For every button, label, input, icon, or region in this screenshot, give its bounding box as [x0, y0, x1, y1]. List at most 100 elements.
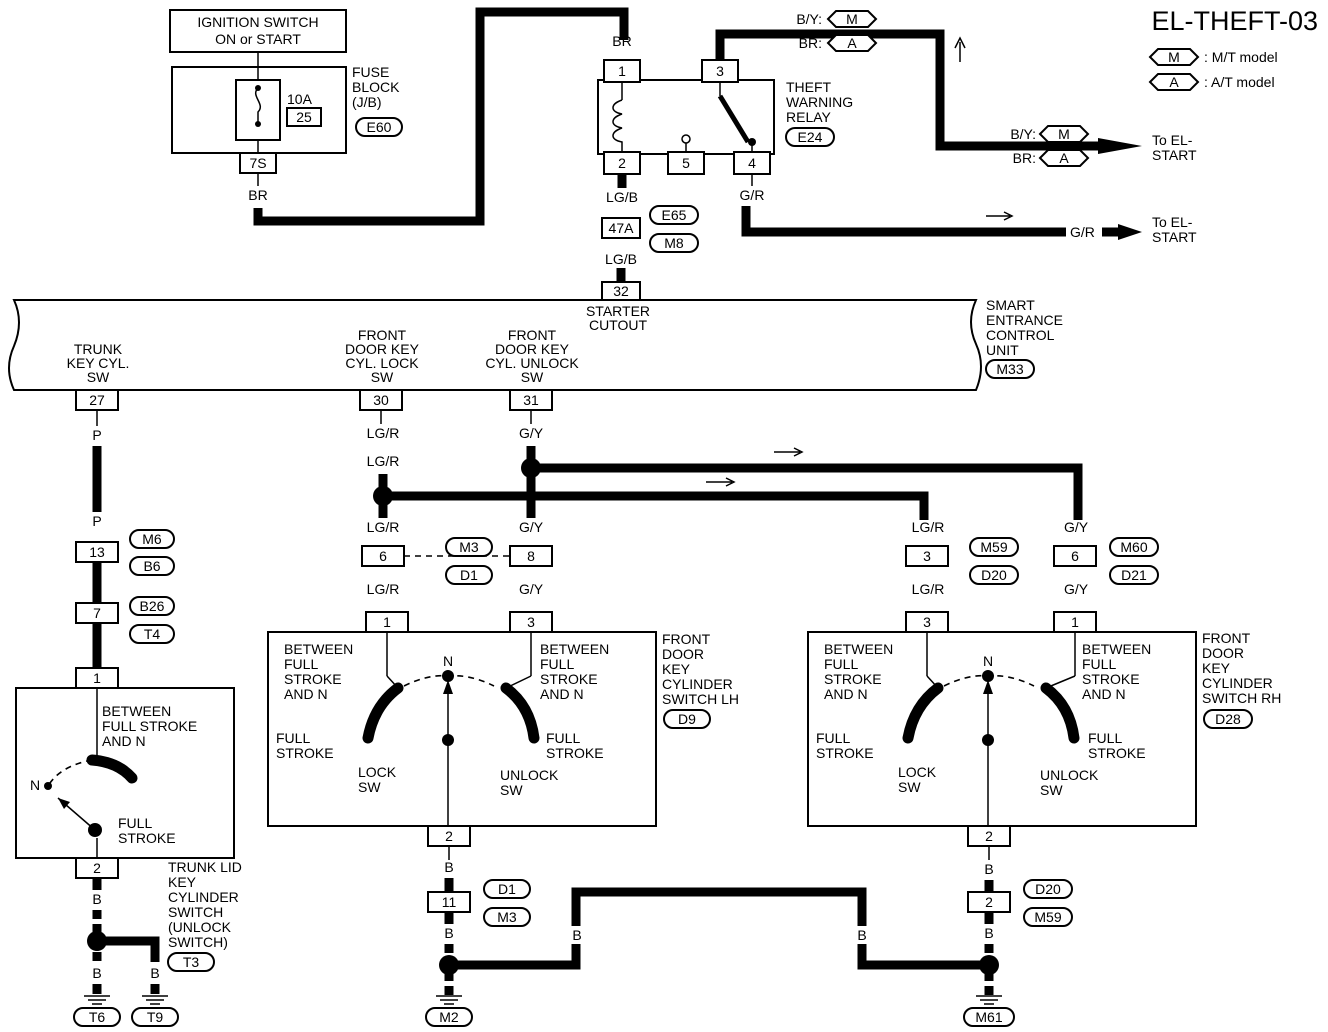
rh-between-left-4: AND N — [824, 686, 868, 702]
rh-between-right-2: FULL — [1082, 656, 1116, 672]
rh-conn-unlock-a: M60 — [1120, 539, 1147, 555]
unit-label-4: UNIT — [986, 342, 1019, 358]
relay-pin-1: 1 — [603, 59, 641, 83]
rh-conn-lock-a: M59 — [980, 539, 1007, 555]
el-start1-label-2: START — [1152, 147, 1197, 163]
trunk-label-4: SWITCH — [168, 904, 223, 920]
conn-47a-box — [601, 217, 641, 239]
unit-label-1: SMART — [986, 297, 1035, 313]
legend-a-tag — [1148, 73, 1200, 91]
control-unit-box — [8, 299, 982, 391]
trunk-between-1: BETWEEN — [102, 703, 171, 719]
lh-between-left-1: BETWEEN — [284, 641, 353, 657]
unit-pin-27: 27 — [89, 392, 105, 408]
rh-bottom-pin: 2 — [985, 828, 993, 844]
rh-between-right-1: BETWEEN — [1082, 641, 1151, 657]
relay-pin4-wire — [741, 206, 1066, 237]
lh-switch-box — [267, 631, 657, 827]
relay-connector-tag — [785, 127, 835, 147]
ignition-switch-box — [169, 9, 347, 53]
lh-between-left-3: STROKE — [284, 671, 342, 687]
lock-splice — [373, 486, 393, 506]
svg-text:3: 3 — [716, 63, 724, 79]
relay-pin3-wire — [715, 29, 1098, 151]
fuse-connector-code: E60 — [367, 119, 392, 135]
input-lock-label-3: CYL. LOCK — [345, 355, 419, 371]
lh-between-left-2: FULL — [284, 656, 318, 672]
rh-between-left-3: STROKE — [824, 671, 882, 687]
lh-unlock-arc — [500, 682, 540, 744]
lh-unlock-sw-2: SW — [500, 782, 523, 798]
ignition-switch-label: IGNITION SWITCH — [197, 14, 318, 30]
el-start1-code-a: M — [1058, 126, 1070, 142]
br-wire — [253, 7, 629, 226]
fuse-connector-tag — [355, 117, 403, 137]
legend: M : M/T model A : A/T model — [1148, 48, 1278, 91]
rh-full-left-1: FULL — [816, 730, 850, 746]
unlock-splice — [521, 458, 541, 478]
rh-lock-sw-2: SW — [898, 779, 921, 795]
relay-pin3-wire-a: B/Y: — [796, 11, 822, 27]
rh-ground-splice — [979, 955, 999, 975]
trunk-label-1: TRUNK LID — [168, 859, 242, 875]
rh-conn-lock-b: D20 — [981, 567, 1007, 583]
rh-between-left-2: FULL — [824, 656, 858, 672]
relay-box — [597, 79, 775, 155]
el-start2-label-1: To EL- — [1152, 214, 1193, 230]
ground-m2: M2 — [439, 1009, 459, 1025]
relay-pin2-wire-label: LG/B — [606, 189, 638, 205]
lh-label-5: SWITCH LH — [662, 691, 739, 707]
up-arrow-icon — [954, 36, 966, 62]
lh-between-right-1: BETWEEN — [540, 641, 609, 657]
relay-pin4-wire-label: G/R — [740, 187, 765, 203]
lh-switch-pin-3: 3 — [527, 614, 535, 630]
lh-full-left-2: STROKE — [276, 745, 334, 761]
legend-m-code: M — [1168, 49, 1180, 65]
relay-pin-2: 2 — [603, 151, 641, 175]
rh-full-right-1: FULL — [1088, 730, 1122, 746]
relay-label-1: THEFT — [786, 79, 832, 95]
unit-connector-code: M33 — [996, 361, 1023, 377]
arrow-icon — [1118, 224, 1142, 240]
lh-conn-pin-lock: 6 — [379, 548, 387, 564]
trunk-ground-wire-3: B — [150, 965, 159, 981]
lh-ground-wire-2: B — [444, 925, 453, 941]
lh-conn-a: M3 — [459, 539, 479, 555]
lh-between-right-4: AND N — [540, 686, 584, 702]
rh-unlock-sw-1: UNLOCK — [1040, 767, 1099, 783]
lh-lock-wire-label-3: LG/R — [367, 519, 400, 535]
svg-text:5: 5 — [682, 155, 690, 171]
trunk-ground-wire-2: B — [92, 965, 101, 981]
rh-n-label: N — [983, 653, 993, 669]
input-unlock-label-3: CYL. UNLOCK — [485, 355, 579, 371]
rh-connector-code: D28 — [1215, 711, 1241, 727]
unit-pin-31: 31 — [523, 392, 539, 408]
lh-conn-b: D1 — [460, 567, 478, 583]
lh-n-label: N — [443, 653, 453, 669]
conn-47a-pin: 47A — [609, 220, 635, 236]
trunk-between-2: FULL STROKE — [102, 718, 197, 734]
lh-connector-code: D9 — [678, 711, 696, 727]
lh-label-2: DOOR — [662, 646, 704, 662]
relay-coil-icon — [612, 82, 623, 152]
trunk-label-3: CYLINDER — [168, 889, 239, 905]
ground-t6: T6 — [89, 1009, 106, 1025]
el-start2-wire: G/R — [1070, 224, 1095, 240]
rh-lock-sw-1: LOCK — [898, 764, 937, 780]
lh-unlock-wire-label-3: G/Y — [519, 581, 544, 597]
trunk-conn2-pin: 7 — [93, 605, 101, 621]
el-start1-label-1: To EL- — [1152, 132, 1193, 148]
ground-icon — [436, 995, 462, 1005]
trunk-connector-code: T3 — [183, 954, 200, 970]
trunk-between-3: AND N — [102, 733, 146, 749]
trunk-conn1-pin: 13 — [89, 544, 105, 560]
conn-m8-code: M8 — [664, 235, 684, 251]
lh-label-1: FRONT — [662, 631, 711, 647]
fuse-block-label-2: BLOCK — [352, 79, 400, 95]
trunk-full-1: FULL — [118, 815, 152, 831]
lh-full-right-2: STROKE — [546, 745, 604, 761]
lh-conn-bottom-a: D1 — [498, 881, 516, 897]
trunk-label-5: (UNLOCK — [168, 919, 232, 935]
fuse-amp: 10A — [287, 91, 313, 107]
